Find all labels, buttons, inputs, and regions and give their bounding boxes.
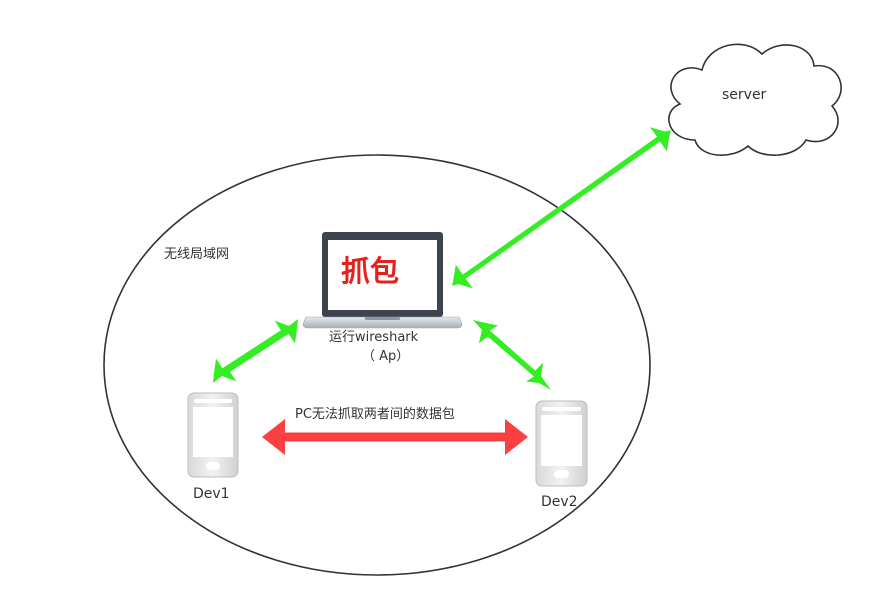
laptop-icon (302, 232, 463, 329)
wlan-boundary (103, 154, 651, 576)
link-arrow-laptop-server (452, 127, 671, 289)
dev1-label: Dev1 (193, 486, 230, 502)
cannot-capture-label: PC无法抓取两者间的数据包 (295, 407, 455, 422)
capture-label: 抓包 (341, 254, 400, 288)
wireshark-label: 运行wireshark (329, 330, 419, 345)
server-label: server (722, 87, 767, 103)
link-arrow-laptop-dev2 (473, 320, 551, 390)
dev2-label: Dev2 (541, 494, 578, 510)
link-arrow-laptop-dev1 (213, 319, 298, 383)
wlan-label: 无线局域网 (164, 247, 230, 262)
ap-label: （ Ap） (362, 349, 410, 364)
phone-icon (187, 392, 239, 478)
phone-icon (535, 400, 588, 487)
link-arrow-dev1-dev2 (262, 419, 528, 455)
cloud-icon (668, 43, 842, 156)
